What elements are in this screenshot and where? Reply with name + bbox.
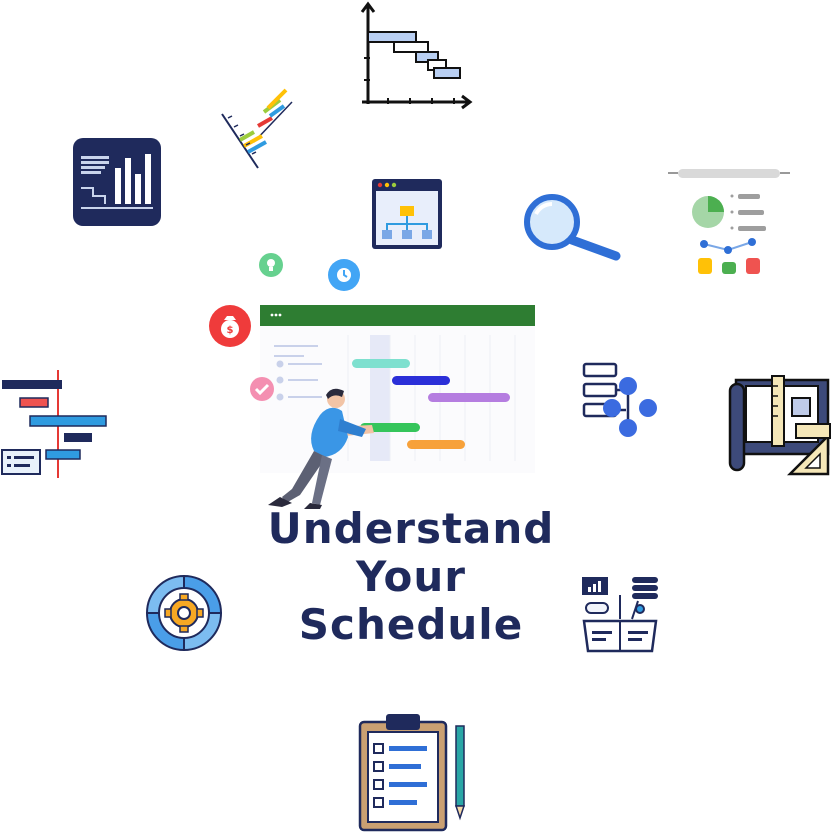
org-chart-window-icon <box>372 179 442 249</box>
svg-text:$: $ <box>227 325 234 336</box>
lightbulb-icon <box>259 253 283 277</box>
cycle-gear-icon <box>145 574 223 652</box>
clock-icon <box>328 259 360 291</box>
data-box-icon <box>582 577 658 653</box>
dashboard-icon <box>73 138 161 226</box>
timeline-icon <box>221 88 293 169</box>
money-bag-icon: $ <box>209 305 251 347</box>
gantt-mockup <box>260 305 535 473</box>
headline-line-3: Schedule <box>298 600 524 649</box>
person-illustration <box>268 388 374 509</box>
pie-chart-report-icon <box>668 169 790 274</box>
headline: Understand Your Schedule <box>216 505 606 649</box>
gantt-mockup-graphic <box>260 305 535 473</box>
headline-line-2: Your <box>355 552 467 601</box>
gantt-chart-icon <box>360 1 473 110</box>
flowchart-icon <box>582 362 657 437</box>
gantt-bars-icon <box>1 370 107 478</box>
check-icon <box>250 377 274 401</box>
blueprint-tools-icon <box>728 375 831 476</box>
clipboard-checklist-icon <box>358 714 466 832</box>
magnifier-icon <box>524 194 621 261</box>
headline-line-1: Understand <box>267 504 555 553</box>
